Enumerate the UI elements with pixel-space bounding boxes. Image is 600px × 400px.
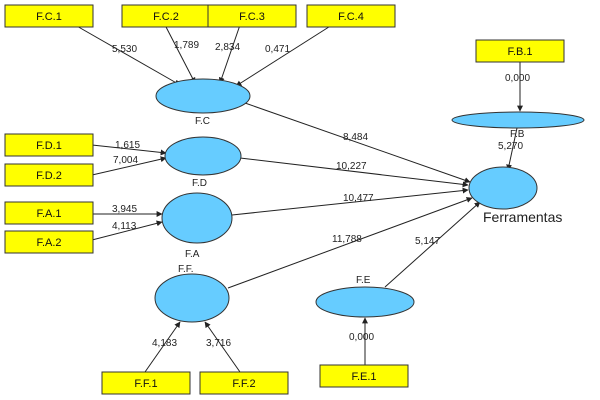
edge-fd2-fd <box>91 156 167 176</box>
construct-fb-label: F.B <box>510 129 525 140</box>
indicator-fc1-label: F.C.1 <box>36 11 62 23</box>
edge-fd1-fd <box>91 144 167 156</box>
edge-fc2-fc <box>164 24 196 84</box>
edge-fa-ferramentas <box>231 187 469 216</box>
indicator-ff2-label: F.F.2 <box>232 378 255 390</box>
weight-fb1-fb: 0,000 <box>505 73 530 84</box>
indicator-fa1-label: F.A.1 <box>36 208 61 220</box>
indicator-fc4: F.C.4 <box>306 4 396 28</box>
edge-ff2-ff <box>204 321 241 373</box>
weight-ff1-ff: 4,183 <box>152 338 177 349</box>
construct-fc-label: F.C <box>195 116 210 127</box>
construct-fa <box>161 192 233 244</box>
indicator-fe1: F.E.1 <box>319 364 409 388</box>
indicator-fe1-label: F.E.1 <box>351 371 376 383</box>
weight-fc4-fc: 0,471 <box>265 44 290 55</box>
indicator-fd2-label: F.D.2 <box>36 170 62 182</box>
construct-fd <box>164 136 242 176</box>
construct-ferramentas <box>468 166 538 210</box>
construct-ferramentas-label: Ferramentas <box>483 209 562 225</box>
weight-fd2-fd: 7,004 <box>113 155 138 166</box>
indicator-fd2: F.D.2 <box>4 163 94 187</box>
edge-fd-ferramentas <box>239 157 469 188</box>
weight-fa1-fa: 3,945 <box>112 204 137 215</box>
construct-fa-label: F.A <box>185 249 200 260</box>
indicator-fc3: F.C.3 <box>207 4 297 28</box>
weight-fa-ferramentas: 10,477 <box>343 193 374 204</box>
indicator-fd1: F.D.1 <box>4 133 94 157</box>
edge-fc1-fc <box>74 24 181 86</box>
weight-fd-ferramentas: 10,227 <box>336 161 367 172</box>
indicator-fc2: F.C.2 <box>121 4 211 28</box>
indicator-fc3-label: F.C.3 <box>239 11 265 23</box>
edge-ff-ferramentas <box>227 197 473 289</box>
edge-fa2-fa <box>91 220 163 241</box>
construct-fe-label: F.E <box>356 275 371 286</box>
weight-fb-ferramentas: 5,270 <box>498 141 523 152</box>
indicator-fc1: F.C.1 <box>4 4 94 28</box>
edge-fc4-fc <box>235 24 333 87</box>
indicator-fb1-label: F.B.1 <box>507 46 532 58</box>
indicator-ff2: F.F.2 <box>199 371 289 395</box>
construct-fd-label: F.D <box>192 178 207 189</box>
edge-ff1-ff <box>144 321 181 373</box>
weight-ff-ferramentas: 11,788 <box>332 234 362 245</box>
indicator-fc4-label: F.C.4 <box>338 11 364 23</box>
weight-ff2-ff: 3,716 <box>206 338 231 349</box>
indicator-fc2-label: F.C.2 <box>153 11 179 23</box>
edge-fe-ferramentas <box>384 201 481 288</box>
weight-fc-ferramentas: 8,484 <box>343 132 368 143</box>
indicator-fa1: F.A.1 <box>4 201 94 225</box>
construct-fb <box>451 111 585 129</box>
indicator-ff1-label: F.F.1 <box>134 378 157 390</box>
indicator-fa2-label: F.A.2 <box>36 237 61 249</box>
edge-fc-ferramentas <box>244 102 471 184</box>
construct-ff-label: F.F. <box>178 264 194 275</box>
weight-fc2-fc: 1,789 <box>174 40 199 51</box>
edge-fb-ferramentas <box>506 127 518 171</box>
construct-fe <box>315 286 415 318</box>
weight-fe1-fe: 0,000 <box>349 332 374 343</box>
construct-fc <box>155 78 251 114</box>
weight-fe-ferramentas: 5,147 <box>415 236 440 247</box>
indicator-fd1-label: F.D.1 <box>36 140 62 152</box>
edge-fc3-fc <box>218 24 241 84</box>
construct-ff <box>154 273 230 323</box>
weight-fc1-fc: 5,530 <box>112 44 137 55</box>
indicator-fb1: F.B.1 <box>475 39 565 63</box>
weight-fc3-fc: 2,834 <box>215 42 240 53</box>
weight-fa2-fa: 4,113 <box>112 221 137 232</box>
indicator-ff1: F.F.1 <box>101 371 191 395</box>
weight-fd1-fd: 1,615 <box>115 140 140 151</box>
indicator-fa2: F.A.2 <box>4 230 94 254</box>
